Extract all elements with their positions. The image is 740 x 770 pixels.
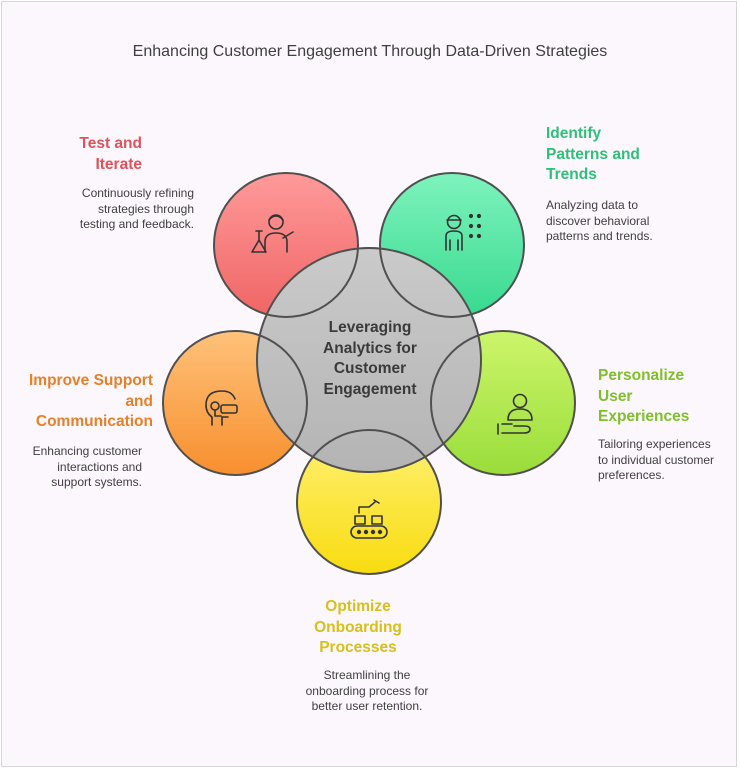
scientist-flask-icon [251, 214, 294, 253]
circle-center [256, 247, 482, 473]
overlap-outlines [257, 248, 481, 472]
conveyor-robot-icon [350, 499, 388, 539]
headset-agent-icon [205, 390, 238, 426]
center-label: Leveraging Analytics for Customer Engage… [323, 319, 417, 398]
segment-title-test: Test and Iterate [79, 135, 142, 173]
user-hand-icon [497, 393, 533, 435]
segment-title-personalize: Personalize User Experiences [598, 367, 690, 425]
presenter-board-icon [445, 213, 482, 251]
segment-desc-test: Continuously refining strategies through… [79, 186, 194, 231]
segment-title-support: Improve Support and Communication [28, 372, 153, 430]
segment-desc-identify: Analyzing data to discover behavioral pa… [546, 198, 653, 243]
segment-desc-personalize: Tailoring experiences to individual cust… [598, 437, 715, 482]
segment-title-identify: Identify Patterns and Trends [546, 125, 640, 183]
segment-title-onboard: Optimize Onboarding Processes [314, 598, 402, 656]
segment-desc-support: Enhancing customer interactions and supp… [32, 444, 142, 489]
diagram-title: Enhancing Customer Engagement Through Da… [132, 43, 608, 60]
segment-desc-onboard: Streamlining the onboarding process for … [305, 668, 429, 713]
